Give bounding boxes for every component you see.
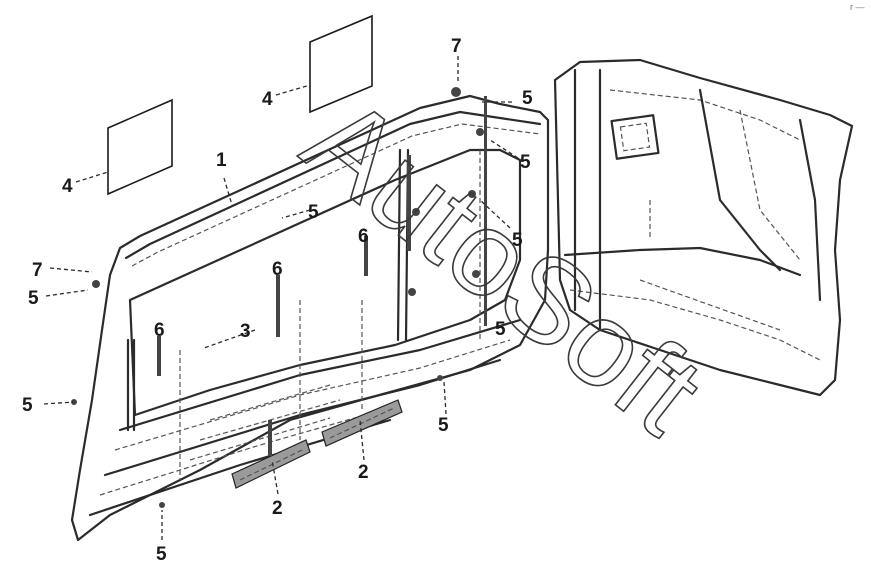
callout-5-top-right: 5 [522,88,533,109]
callout-2-right: 2 [358,462,369,483]
callout-labels: 1 2 2 3 4 4 5 5 5 5 5 5 5 5 5 6 6 6 7 7 [22,36,533,565]
callout-6-left: 6 [154,320,165,341]
callout-4-lower: 4 [62,176,73,197]
callout-5-left: 5 [28,288,39,309]
callout-5-mid-right: 5 [512,230,523,251]
callout-5-window: 5 [308,202,319,223]
callout-5-far-left: 5 [22,395,33,416]
callout-5-upper-right: 5 [520,152,531,173]
insulation-sheet-upper [309,14,373,114]
leader-lines [43,56,519,540]
callout-3: 3 [240,321,251,342]
floor-strip-right [321,399,403,447]
callout-2-left: 2 [272,498,283,519]
corner-mark: r — [850,2,865,12]
callout-7-left: 7 [32,260,43,281]
callout-5-low-right: 5 [495,319,506,340]
callout-5-bottom-left: 5 [156,544,167,565]
callout-1: 1 [216,150,227,171]
insulation-sheet-lower [107,98,173,196]
callout-4-upper: 4 [262,89,273,110]
side-wall-trim-panel [553,58,854,397]
rear-wall-trim-panel [70,94,550,542]
callout-6-middle: 6 [272,259,283,280]
callout-6-center: 6 [358,226,369,247]
callout-7-top: 7 [451,36,462,57]
floor-strip-left [231,439,311,489]
fasteners [71,87,487,508]
callout-5-bottom-mid: 5 [438,415,449,436]
